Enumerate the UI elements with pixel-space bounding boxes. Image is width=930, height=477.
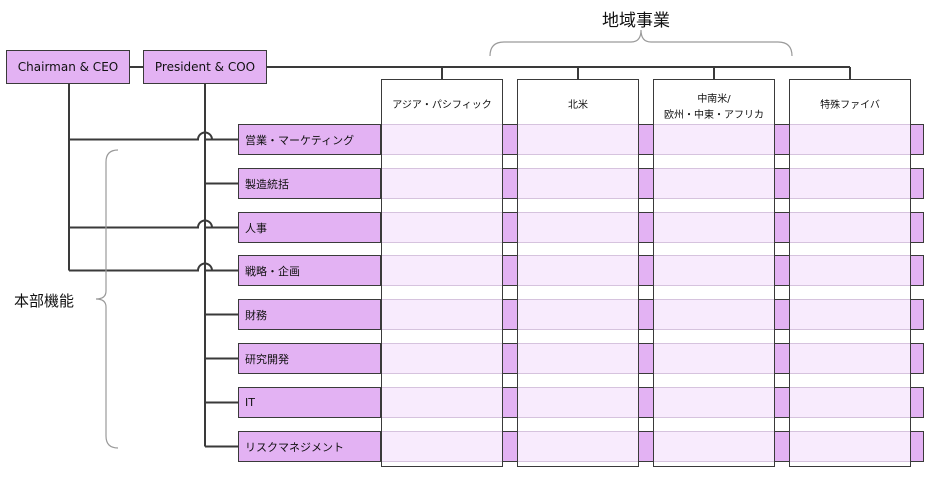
function-box: 戦略・企画 xyxy=(238,255,381,286)
function-band-gap xyxy=(503,124,517,155)
function-band-gap xyxy=(775,299,789,330)
regions-title: 地域事業 xyxy=(602,11,670,31)
region-header: 特殊ファイバ xyxy=(820,100,880,111)
chairman-link xyxy=(69,131,238,141)
function-band xyxy=(518,168,638,199)
function-band-gap xyxy=(503,212,517,243)
function-box: リスクマネジメント xyxy=(238,431,381,462)
function-band-gap xyxy=(639,124,653,155)
hq-functions-brace xyxy=(95,149,119,449)
function-band-gap xyxy=(503,168,517,199)
function-band-gap xyxy=(639,255,653,286)
function-band xyxy=(654,124,774,155)
function-band xyxy=(790,299,910,330)
function-band-gap xyxy=(503,387,517,418)
function-band xyxy=(382,255,502,286)
function-box: IT xyxy=(238,387,381,418)
function-band xyxy=(382,168,502,199)
function-band-gap xyxy=(503,343,517,374)
function-band-gap xyxy=(639,299,653,330)
function-band xyxy=(654,387,774,418)
function-band-gap xyxy=(775,255,789,286)
function-band-end xyxy=(911,431,924,462)
function-band-end xyxy=(911,255,924,286)
function-band xyxy=(790,124,910,155)
function-band-gap xyxy=(639,212,653,243)
function-band-end xyxy=(911,343,924,374)
function-box: 人事 xyxy=(238,212,381,243)
function-band-gap xyxy=(775,387,789,418)
function-band xyxy=(518,212,638,243)
hq-functions-label: 本部機能 xyxy=(14,292,75,310)
function-band-end xyxy=(911,168,924,199)
function-band-gap xyxy=(775,212,789,243)
function-band-end xyxy=(911,124,924,155)
function-band-gap xyxy=(775,124,789,155)
function-band xyxy=(518,387,638,418)
function-box: 財務 xyxy=(238,299,381,330)
function-band-gap xyxy=(639,387,653,418)
function-band-gap xyxy=(639,431,653,462)
function-band-gap xyxy=(775,343,789,374)
chairman-link xyxy=(69,262,238,272)
chairman-link xyxy=(69,219,238,229)
function-band xyxy=(382,431,502,462)
function-band xyxy=(518,431,638,462)
function-box: 製造統括 xyxy=(238,168,381,199)
function-band xyxy=(382,212,502,243)
function-band xyxy=(790,431,910,462)
function-band xyxy=(518,255,638,286)
function-band xyxy=(518,343,638,374)
president-box: President & COO xyxy=(143,50,267,84)
chairman-box: Chairman & CEO xyxy=(6,50,130,84)
function-band-gap xyxy=(775,431,789,462)
function-band xyxy=(790,343,910,374)
function-band-gap xyxy=(503,255,517,286)
regions-brace xyxy=(489,29,793,57)
function-band xyxy=(654,299,774,330)
function-band xyxy=(382,124,502,155)
function-band xyxy=(654,343,774,374)
function-band xyxy=(518,124,638,155)
function-band xyxy=(790,255,910,286)
function-band xyxy=(790,212,910,243)
function-band-end xyxy=(911,299,924,330)
function-band xyxy=(654,212,774,243)
function-band xyxy=(654,255,774,286)
function-band xyxy=(790,387,910,418)
region-header: 中南米/ 欧州・中東・アフリカ xyxy=(664,94,764,121)
function-band-gap xyxy=(775,168,789,199)
function-band xyxy=(382,299,502,330)
function-band-gap xyxy=(639,168,653,199)
region-header: 北米 xyxy=(568,100,588,111)
function-box: 営業・マーケティング xyxy=(238,124,381,155)
function-band-gap xyxy=(503,431,517,462)
function-band-end xyxy=(911,387,924,418)
function-band xyxy=(654,431,774,462)
function-band-end xyxy=(911,212,924,243)
function-band xyxy=(382,387,502,418)
function-band xyxy=(518,299,638,330)
function-band-gap xyxy=(503,299,517,330)
function-band xyxy=(382,343,502,374)
function-box: 研究開発 xyxy=(238,343,381,374)
function-band-gap xyxy=(639,343,653,374)
function-band xyxy=(654,168,774,199)
region-header: アジア・パシフィック xyxy=(392,100,492,111)
function-band xyxy=(790,168,910,199)
